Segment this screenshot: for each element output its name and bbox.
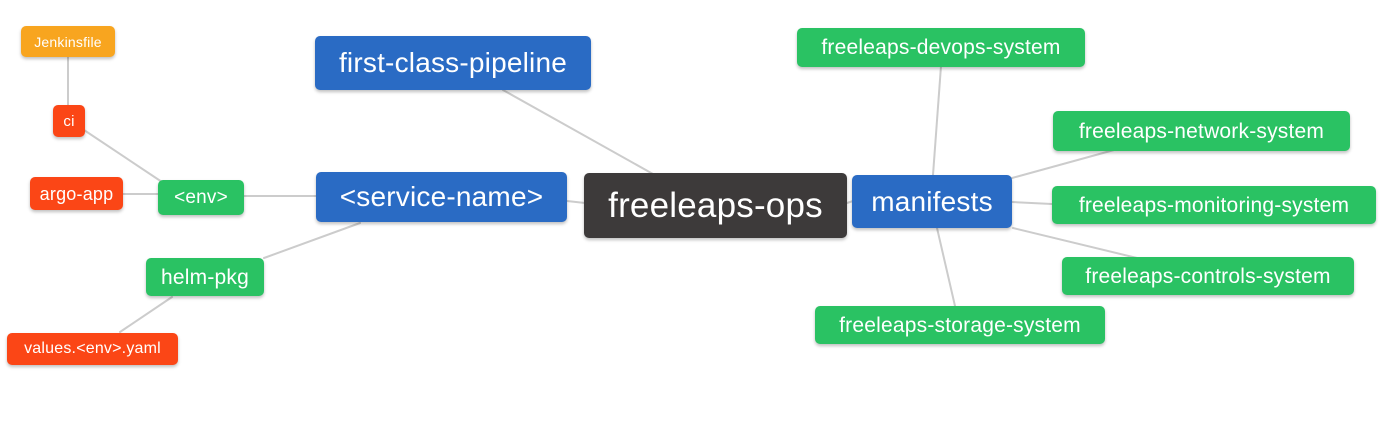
edge-manifests-to-storage-system (936, 227, 956, 307)
edge-first-class-pipeline-to-freeleaps-ops (502, 89, 654, 175)
edge-manifests-to-network-system (1011, 149, 1115, 179)
edge-helm-pkg-to-service-name (263, 222, 361, 259)
node-monitoring-system[interactable]: freeleaps-monitoring-system (1052, 186, 1376, 224)
edge-values-env-yaml-to-helm-pkg (119, 296, 173, 333)
edge-manifests-to-controls-system (1012, 227, 1138, 259)
node-controls-system[interactable]: freeleaps-controls-system (1062, 257, 1354, 295)
node-freeleaps-ops[interactable]: freeleaps-ops (584, 173, 847, 238)
node-ci[interactable]: ci (53, 105, 85, 137)
node-argo-app[interactable]: argo-app (30, 177, 123, 210)
edge-manifests-to-monitoring-system (1011, 201, 1053, 205)
node-first-class-pipeline[interactable]: first-class-pipeline (315, 36, 591, 90)
node-network-system[interactable]: freeleaps-network-system (1053, 111, 1350, 151)
node-helm-pkg[interactable]: helm-pkg (146, 258, 264, 296)
edge-devops-system-to-manifests (932, 65, 942, 176)
node-manifests[interactable]: manifests (852, 175, 1012, 228)
node-jenkinsfile[interactable]: Jenkinsfile (21, 26, 115, 57)
edge-ci-to-env (83, 129, 163, 183)
node-storage-system[interactable]: freeleaps-storage-system (815, 306, 1105, 344)
node-service-name[interactable]: <service-name> (316, 172, 567, 222)
node-devops-system[interactable]: freeleaps-devops-system (797, 28, 1085, 67)
edge-service-name-to-freeleaps-ops (566, 200, 586, 204)
node-env[interactable]: <env> (158, 180, 244, 215)
node-values-env-yaml[interactable]: values.<env>.yaml (7, 333, 178, 365)
